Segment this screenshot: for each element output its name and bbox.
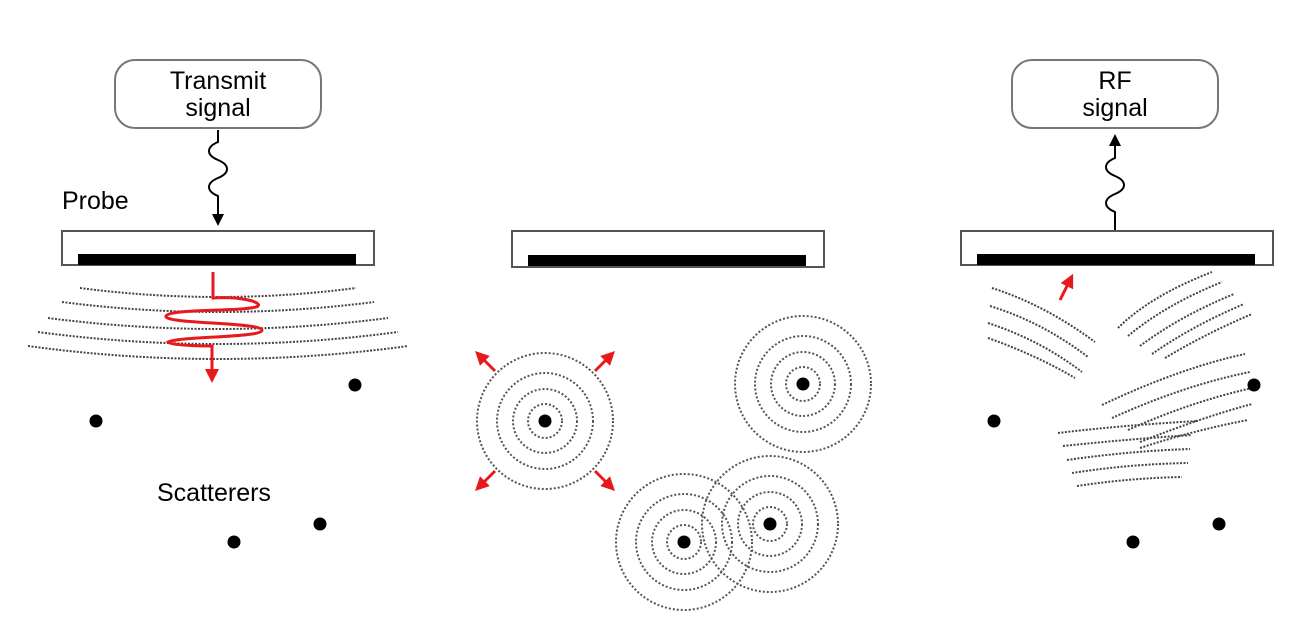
receive-panel: RF signal (960, 59, 1274, 549)
spherical-wave-a (476, 352, 614, 490)
transducer-element (78, 254, 356, 265)
transmit-box-label-line1: Transmit (170, 67, 266, 95)
scatterer-dot (796, 377, 810, 391)
spherical-wave-d (701, 455, 839, 593)
scatterer-dot (677, 535, 691, 549)
scatter-panel (475, 230, 872, 611)
probe-right (960, 230, 1274, 266)
probe-middle (511, 230, 825, 268)
probe-label: Probe (62, 187, 129, 215)
spherical-wave-b (734, 315, 872, 453)
returning-wavefronts-left (987, 287, 1096, 379)
transducer-element (528, 255, 806, 266)
echo-arrow (1058, 273, 1074, 301)
transducer-element (977, 254, 1255, 265)
rf-wave-arrow (1105, 134, 1125, 231)
scatterer-dot (987, 414, 1001, 428)
scatterers-label: Scatterers (157, 479, 271, 507)
transmit-box-label-line2: signal (185, 94, 250, 122)
rf-box-label-line1: RF (1098, 67, 1131, 95)
outward-arrows (475, 351, 615, 491)
scatterer-dot (763, 517, 777, 531)
scatterer-dot (1247, 378, 1261, 392)
returning-wavefronts-right (1117, 271, 1253, 359)
scatterer-dot (1212, 517, 1226, 531)
scatterer-dot (313, 517, 327, 531)
transmit-wave-arrow (208, 130, 228, 226)
transmit-signal-box: Transmit signal (114, 59, 322, 129)
scatterer-dot (1126, 535, 1140, 549)
scatterer-dot (89, 414, 103, 428)
scatterer-dot (538, 414, 552, 428)
returning-wavefronts-lower (1057, 353, 1253, 487)
transmit-panel: Transmit signal Probe Scatterers (27, 59, 409, 549)
probe-left (61, 230, 375, 266)
rf-signal-box: RF signal (1011, 59, 1219, 129)
transmit-pulse (164, 272, 264, 383)
scatterer-dot (348, 378, 362, 392)
scatterer-dot (227, 535, 241, 549)
rf-box-label-line2: signal (1082, 94, 1147, 122)
spherical-wave-c (615, 473, 753, 611)
